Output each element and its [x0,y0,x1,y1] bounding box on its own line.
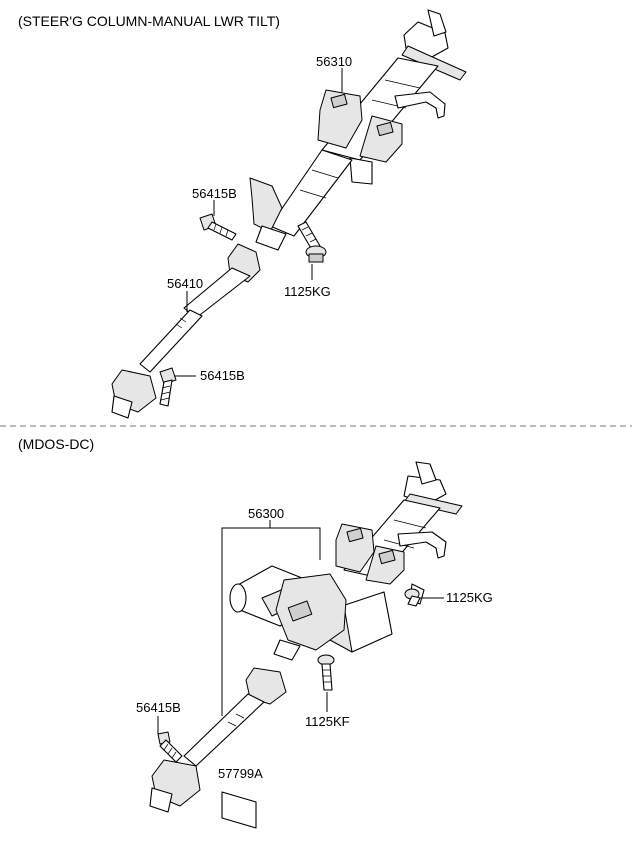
label-56415b-lower: 56415B [200,368,245,383]
intermediate-shaft-lower [149,667,287,813]
bolt-56415b-bottom [157,731,183,763]
bolt-1125kg-top [297,221,327,263]
bolt-1125kf [317,654,335,691]
label-56310: 56310 [316,54,352,69]
label-56415b-bottom: 56415B [136,700,181,715]
steering-column-assembly-56300 [229,461,463,661]
label-56300: 56300 [248,506,284,521]
label-56415b-upper: 56415B [192,186,237,201]
leader-56300-bracket [221,527,321,716]
label-57799a: 57799A [218,766,263,781]
bolt-1125kg-bottom [404,588,421,607]
label-1125kg-bottom: 1125KG [446,590,493,605]
section-title-mdos-dc: (MDOS-DC) [18,436,94,452]
bolt-56415b-lower [159,367,177,407]
label-sticker-57799a [221,791,257,829]
bolt-56415b-upper [199,213,237,241]
section-title-manual-tilt: (STEER'G COLUMN-MANUAL LWR TILT) [18,13,280,29]
intermediate-shaft-56410 [111,243,261,419]
label-1125kg-top: 1125KG [284,284,331,299]
label-1125kf: 1125KF [305,714,350,729]
steering-column-56310 [249,9,467,251]
label-56410: 56410 [167,276,203,291]
